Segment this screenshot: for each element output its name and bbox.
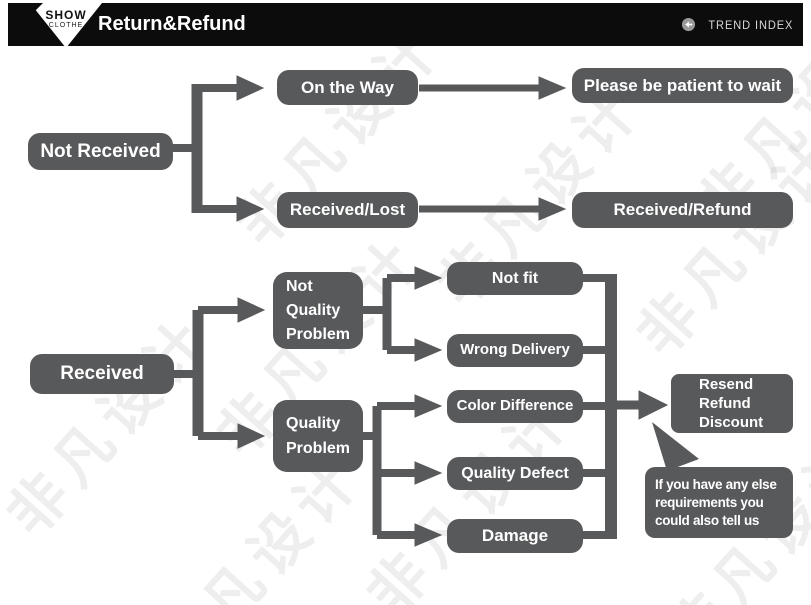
page-title: Return&Refund (98, 13, 246, 35)
node-received-lost: Received/Lost (277, 192, 418, 228)
node-please-be-patient: Please be patient to wait (572, 68, 793, 103)
arrowhead-notfit (414, 266, 443, 290)
node-not-fit: Not fit (447, 262, 583, 295)
arrowhead-notquality (237, 297, 266, 323)
node-resend-refund-discount: Resend Refund Discount (671, 374, 793, 433)
trend-arrow-circle-icon (681, 17, 695, 32)
logo-text-clothe: CLOTHE (48, 22, 84, 29)
arrowhead-quality (237, 423, 266, 449)
logo-notch (30, 3, 43, 16)
trend-index: TREND INDEX (681, 17, 793, 32)
node-not-received: Not Received (28, 133, 173, 170)
node-color-difference: Color Difference (447, 390, 583, 423)
watermark-text: 非凡设计 (0, 301, 226, 550)
watermark-text: 非凡设计 (623, 121, 811, 370)
arrowhead-damage (414, 523, 443, 547)
node-wrong-delivery: Wrong Delivery (447, 334, 583, 367)
arrowhead-onway (236, 75, 265, 101)
node-quality-defect: Quality Defect (447, 457, 583, 490)
arrowhead-resolution (638, 390, 669, 420)
arrowhead-colordifference (414, 394, 443, 418)
show-clothe-logo: SHOW CLOTHE (30, 3, 102, 48)
arrowhead-receivedlost (236, 196, 265, 222)
arrowhead-refund (538, 197, 567, 221)
arrowhead-wait (538, 76, 567, 100)
node-quality-problem: Quality Problem (273, 400, 363, 472)
trend-index-label: TREND INDEX (708, 17, 793, 32)
header-bar: SHOW CLOTHE Return&Refund TREND INDEX (8, 3, 803, 48)
node-on-the-way: On the Way (277, 70, 418, 105)
node-damage: Damage (447, 519, 583, 553)
speech-bubble-note: If you have any else requirements you co… (645, 467, 793, 538)
arrowhead-wrongdelivery (414, 338, 443, 362)
node-not-quality-problem: Not Quality Problem (273, 272, 363, 349)
node-received: Received (30, 354, 174, 394)
arrowhead-qualitydefect (414, 461, 443, 485)
node-received-refund: Received/Refund (572, 192, 793, 228)
logo-text-show: SHOW (45, 8, 87, 22)
